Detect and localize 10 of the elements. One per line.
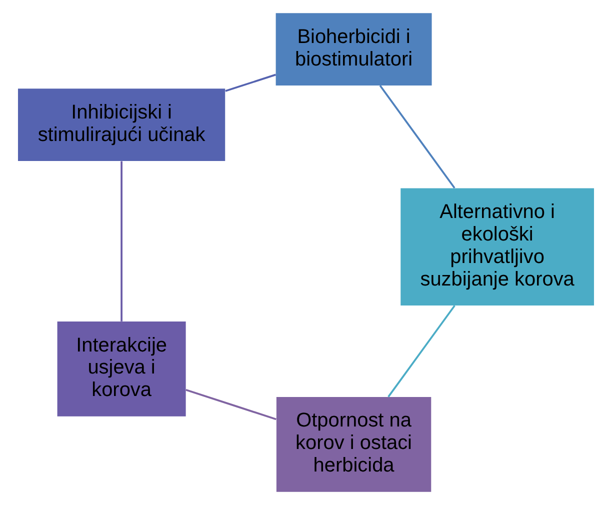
connector (379, 85, 456, 189)
node-box: Alternativno i ekološki prihvatljivo suzbijanje korova (400, 188, 594, 306)
node-box: Bioherbicidi i biostimulatori (276, 13, 432, 86)
connector (225, 74, 276, 92)
connector (120, 161, 122, 322)
node-box: Otpornost na korov i ostaci herbicida (276, 397, 432, 492)
node-box: Interakcije usjeva i korova (57, 322, 186, 416)
connector (388, 305, 456, 398)
connector (186, 389, 276, 420)
node-box: Inhibicijski i stimulirajući učinak (18, 88, 226, 161)
